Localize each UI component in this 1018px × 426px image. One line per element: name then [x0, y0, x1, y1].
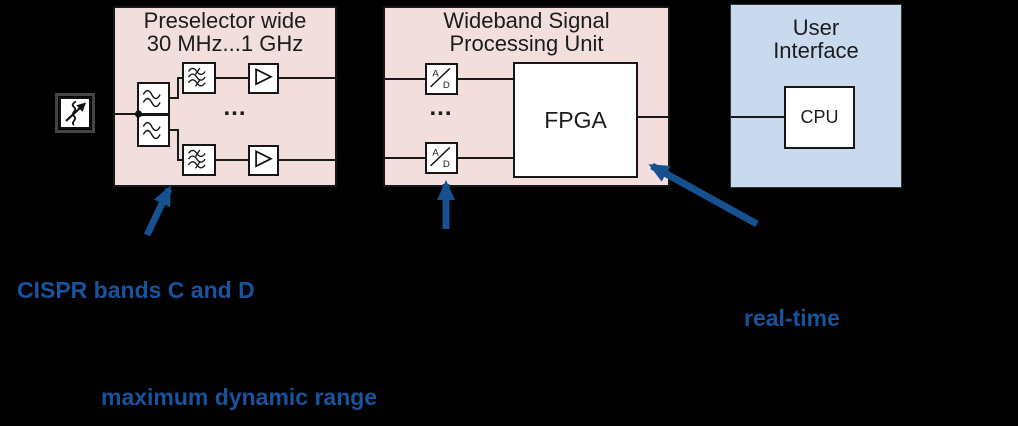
bandpass-filter-icon: [182, 62, 216, 94]
arrow-to-fpga: [648, 162, 759, 228]
fpga-block: FPGA: [513, 62, 638, 178]
wideband-title-line1: Wideband Signal: [443, 8, 610, 33]
wideband-title: Wideband Signal Processing Unit: [383, 9, 670, 55]
ui-title-line2: Interface: [773, 38, 859, 63]
wire-split-bottom: [168, 129, 184, 161]
adc-d-label: D: [443, 80, 450, 91]
cpu-block: CPU: [784, 86, 855, 149]
preselector-title: Preselector wide 30 MHz...1 GHz: [113, 9, 337, 55]
preselector-title-line2: 30 MHz...1 GHz: [146, 31, 304, 56]
amplifier-icon: [248, 63, 279, 94]
annotation-max-dynamic-range: maximum dynamic range: [101, 384, 378, 410]
adc-d-label: D: [443, 159, 450, 170]
fpga-label: FPGA: [544, 106, 607, 133]
wideband-title-line2: Processing Unit: [449, 31, 604, 56]
lowpass-filter-icon: [137, 82, 170, 115]
cpu-label: CPU: [800, 107, 839, 127]
impulse-squiggle: [71, 100, 77, 126]
bandpass-filter-icon: [182, 144, 216, 176]
preselector-title-line1: Preselector wide: [143, 8, 307, 33]
analog-digital-converter-icon: A D: [425, 142, 458, 174]
user-interface-title: User Interface: [730, 16, 902, 62]
adc-a-label: A: [432, 68, 439, 79]
annotation-cispr-bands: CISPR bands C and D: [17, 277, 255, 303]
wire-split-top: [168, 77, 184, 99]
wideband-ellipsis: ...: [429, 94, 453, 121]
lowpass-filter-icon: [137, 114, 170, 147]
annotation-real-time: real-time: [744, 305, 840, 331]
adc-a-label: A: [432, 147, 439, 158]
impulse-arrow-icon: [55, 93, 95, 133]
amplifier-icon: [248, 145, 279, 176]
preselector-ellipsis: ...: [223, 94, 247, 121]
arrow-to-preselector: [143, 185, 173, 237]
impulse-arrow-shaft: [65, 107, 81, 122]
ui-title-line1: User: [792, 15, 840, 40]
impulse-arrow-head: [76, 102, 86, 112]
analog-digital-converter-icon: A D: [425, 63, 458, 95]
junction-dot: [134, 110, 143, 118]
signal-wires: [113, 77, 786, 161]
antenna-icon-frame: [55, 93, 95, 133]
